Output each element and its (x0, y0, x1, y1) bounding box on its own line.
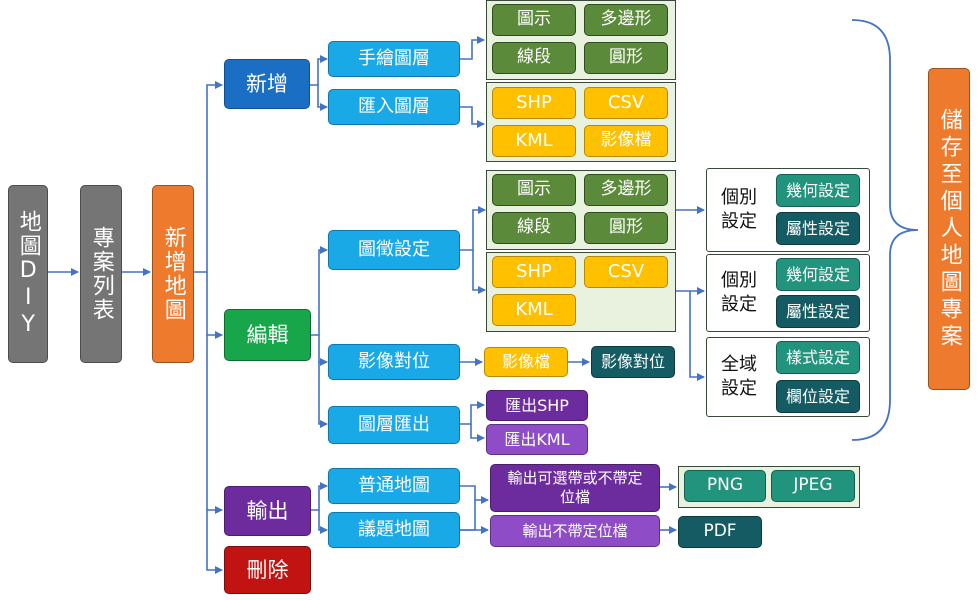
format-jpeg: JPEG (771, 470, 855, 502)
format-png: PNG (684, 470, 766, 502)
global-style: 樣式設定 (776, 341, 860, 374)
edit-node: 編輯 (224, 309, 311, 361)
hand-item-circle: 圓形 (584, 42, 668, 74)
indiv-settings-2-label: 個別設定 (721, 269, 757, 315)
sym-hand-polygon: 多邊形 (584, 174, 668, 206)
sym-import-kml: KML (492, 294, 576, 326)
sym-import-csv: CSV (584, 256, 668, 288)
sym-hand-line: 線段 (492, 212, 576, 244)
brace-shape (851, 19, 919, 441)
topic-map-node: 議題地圖 (328, 512, 460, 548)
import-item-image: 影像檔 (584, 125, 668, 157)
indiv-settings-1-label: 個別設定 (721, 186, 757, 232)
sym-import-shp: SHP (492, 256, 576, 288)
indiv1-geometry: 幾何設定 (776, 174, 860, 207)
diy-node: 地圖DIY (8, 185, 48, 363)
indiv2-attribute: 屬性設定 (776, 295, 860, 328)
hand-item-line: 線段 (492, 42, 576, 74)
export-kml: 匯出KML (486, 424, 588, 455)
import-item-csv: CSV (584, 87, 668, 119)
project-list-node: 專案列表 (80, 185, 122, 363)
indiv2-geometry: 幾何設定 (776, 258, 860, 291)
indiv1-attribute: 屬性設定 (776, 212, 860, 245)
import-item-kml: KML (492, 125, 576, 157)
align-image-file: 影像檔 (484, 347, 568, 377)
hand-item-polygon: 多邊形 (584, 4, 668, 36)
align-result: 影像對位 (591, 346, 675, 378)
sym-hand-icon: 圖示 (492, 174, 576, 206)
sym-hand-circle: 圓形 (584, 212, 668, 244)
delete-node: 刪除 (224, 546, 311, 594)
output-node: 輸出 (224, 486, 311, 536)
import-layer-node: 匯入圖層 (328, 89, 460, 125)
import-item-shp: SHP (492, 87, 576, 119)
symbol-settings-node: 圖徵設定 (328, 230, 460, 270)
output-georef-option: 輸出可選帶或不帶定位檔 (490, 464, 660, 512)
output-no-georef: 輸出不帶定位檔 (490, 515, 660, 547)
global-field: 欄位設定 (776, 380, 860, 413)
global-settings-label: 全域設定 (721, 353, 757, 399)
layer-export-node: 圖層匯出 (328, 406, 460, 444)
format-pdf: PDF (678, 516, 762, 548)
hand-layer-node: 手繪圖層 (328, 41, 460, 77)
export-shp: 匯出SHP (486, 390, 588, 421)
save-to-project-node: 儲存至個人地圖專案 (928, 68, 970, 390)
normal-map-node: 普通地圖 (328, 468, 460, 504)
new-map-node: 新增地圖 (152, 185, 194, 363)
add-node: 新增 (224, 59, 310, 109)
image-align-node: 影像對位 (328, 344, 460, 380)
hand-item-icon: 圖示 (492, 4, 576, 36)
